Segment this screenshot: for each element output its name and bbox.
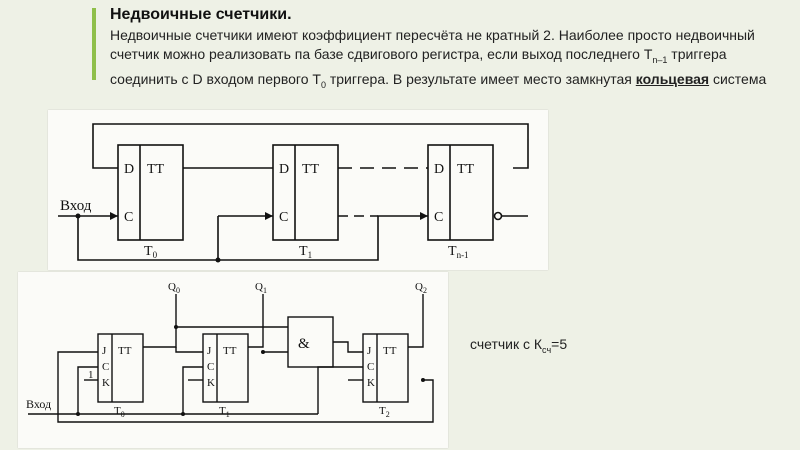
jk-counter-diagram: Вход 1 & J C K TT J C K TT J C K TT Q0 Q… xyxy=(18,272,448,448)
and-gate-label: & xyxy=(298,336,310,352)
t0-tt-label: TT xyxy=(147,162,165,177)
paragraph-part-4: система xyxy=(709,70,767,87)
paragraph-part-3: триггера. В результате имеет место замкн… xyxy=(325,70,636,87)
t0-name: T0 xyxy=(144,244,158,260)
q2-label: Q2 xyxy=(415,281,427,295)
t2-tt-label: TT xyxy=(383,345,397,357)
slide-title: Недвоичные счетчики. xyxy=(110,6,292,23)
t2-c-label: C xyxy=(367,361,374,373)
t0-tt-label: TT xyxy=(118,345,132,357)
t0-c-label: C xyxy=(102,361,109,373)
input-label-2: Вход xyxy=(26,397,51,411)
input-label: Вход xyxy=(60,198,92,214)
t2-name: T2 xyxy=(379,405,390,419)
tn-tt-label: TT xyxy=(457,162,475,177)
t0-j-label: J xyxy=(102,345,107,357)
t0-k-label: K xyxy=(102,377,110,389)
t0-c-label: C xyxy=(124,210,133,225)
t1-name: T1 xyxy=(299,244,312,260)
t0-name: T0 xyxy=(114,405,125,419)
t1-k-label: K xyxy=(207,377,215,389)
t1-name: T1 xyxy=(219,405,230,419)
note-suffix: =5 xyxy=(551,336,568,352)
t0-d-label: D xyxy=(124,162,134,177)
paragraph-part-1: Недвоичные счетчики имеют коэффициент пе… xyxy=(110,27,755,62)
note-prefix: счетчик с К xyxy=(470,336,543,352)
slide-paragraph: Недвоичные счетчики имеют коэффициент пе… xyxy=(110,26,780,95)
accent-bar xyxy=(92,8,96,80)
t1-c-label: C xyxy=(207,361,214,373)
q1-label: Q1 xyxy=(255,281,267,295)
tn-c-label: C xyxy=(434,210,443,225)
note-subscript: сч xyxy=(542,344,552,355)
t1-tt-label: TT xyxy=(223,345,237,357)
t1-j-label: J xyxy=(207,345,212,357)
tn-d-label: D xyxy=(434,162,444,177)
ring-link-word: кольцевая xyxy=(635,70,710,87)
t1-d-label: D xyxy=(279,162,289,177)
shift-register-diagram: Вход D C TT D C TT D C TT T0 T1 Tn-1 xyxy=(48,110,548,270)
subscript-n-1: n–1 xyxy=(652,54,668,65)
t2-k-label: K xyxy=(367,377,375,389)
jk-counter-svg: Вход 1 & J C K TT J C K TT J C K TT Q0 Q… xyxy=(26,281,434,423)
q0-label: Q0 xyxy=(168,281,180,295)
paragraph-part-2: триггера соединить с D входом первого Т xyxy=(110,46,727,87)
shift-register-svg: Вход D C TT D C TT D C TT T0 T1 Tn-1 xyxy=(58,123,529,263)
t2-j-label: J xyxy=(367,345,372,357)
t1-c-label: C xyxy=(279,210,288,225)
one-label: 1 xyxy=(88,369,94,381)
counter-note: счетчик с Ксч=5 xyxy=(470,336,567,355)
subscript-0: 0 xyxy=(320,79,326,90)
t1-tt-label: TT xyxy=(302,162,320,177)
tn-name: Tn-1 xyxy=(448,244,469,260)
